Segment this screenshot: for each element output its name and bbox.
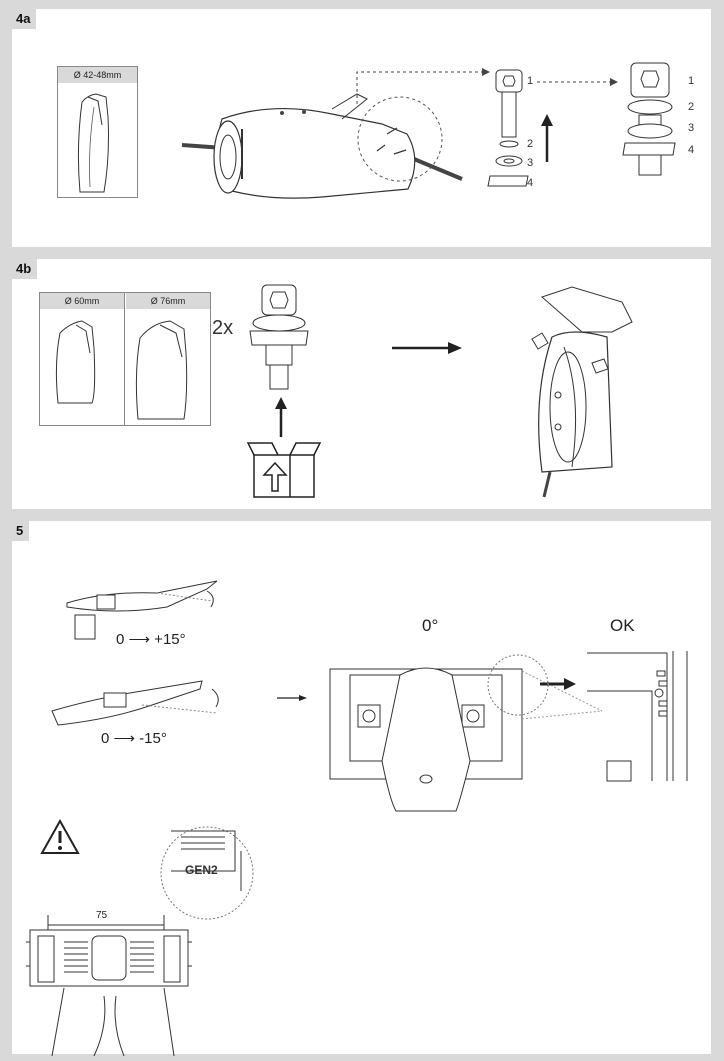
mounted-luminaire-illustration (512, 277, 652, 497)
part-label-1: 1 (527, 75, 534, 87)
tilt-up-illustration (67, 573, 237, 643)
bolt-exploded-view (482, 64, 542, 194)
step-4b-panel: 4b Ø 60mm Ø 76mm 2x (7, 254, 716, 514)
gen2-detail-illustration (155, 821, 265, 921)
arrow-up-icon (275, 397, 287, 437)
dimension-label: 75 (96, 910, 108, 921)
step-4a-panel: 4a Ø 42-48mm (7, 4, 716, 252)
bolt-assembled-view (617, 59, 687, 184)
long-bolt-illustration (244, 281, 314, 401)
pole-diameter-card: Ø 42-48mm (57, 66, 138, 198)
callout-connectors (352, 68, 618, 124)
dotted-callout-lines (522, 671, 612, 731)
diameter-label: Ø 42-48mm (58, 67, 137, 83)
box-icon (248, 441, 320, 499)
pole-mount-illustration (58, 67, 137, 197)
arrow-right-icon (277, 695, 307, 701)
tilt-down-label: 0 ⟶ -15° (101, 730, 167, 747)
arrow-right-icon (540, 678, 576, 690)
assembled-label-4: 4 (688, 144, 695, 156)
assembled-label-2: 2 (688, 101, 695, 113)
step-tag-5: 5 (12, 521, 30, 541)
assembled-label-3: 3 (688, 122, 695, 134)
arrow-up-icon (541, 114, 553, 162)
step-tag-4b: 4b (12, 259, 38, 279)
luminaire-body-illustration (182, 79, 482, 219)
front-view-illustration (330, 661, 530, 811)
arrow-right-icon (392, 342, 462, 354)
part-label-3: 3 (527, 157, 534, 169)
assembled-label-1: 1 (688, 75, 695, 87)
diameter-60-label: Ø 60mm (40, 293, 124, 309)
pole-diameter-cards: Ø 60mm Ø 76mm (39, 292, 211, 426)
diameter-76-label: Ø 76mm (126, 293, 210, 309)
angle-label: 0° (422, 616, 439, 635)
part-label-4: 4 (527, 177, 534, 189)
tilt-up-label: 0 ⟶ +15° (116, 631, 186, 648)
step-tag-4a: 4a (12, 9, 37, 29)
tilt-down-illustration (52, 669, 222, 739)
bottom-view-illustration (26, 926, 192, 1056)
step-5-panel: 5 0 ⟶ +15° 0 ⟶ -15° 0° OK (7, 516, 716, 1059)
dimension-line (48, 915, 168, 931)
gen2-label: GEN2 (185, 863, 218, 877)
part-label-2: 2 (527, 138, 534, 150)
quantity-label: 2x (212, 317, 234, 339)
pole-76-illustration (126, 293, 210, 425)
ok-label: OK (610, 616, 635, 635)
warning-icon (40, 819, 80, 855)
pole-60-illustration (40, 293, 124, 425)
detail-view-illustration (587, 651, 697, 781)
